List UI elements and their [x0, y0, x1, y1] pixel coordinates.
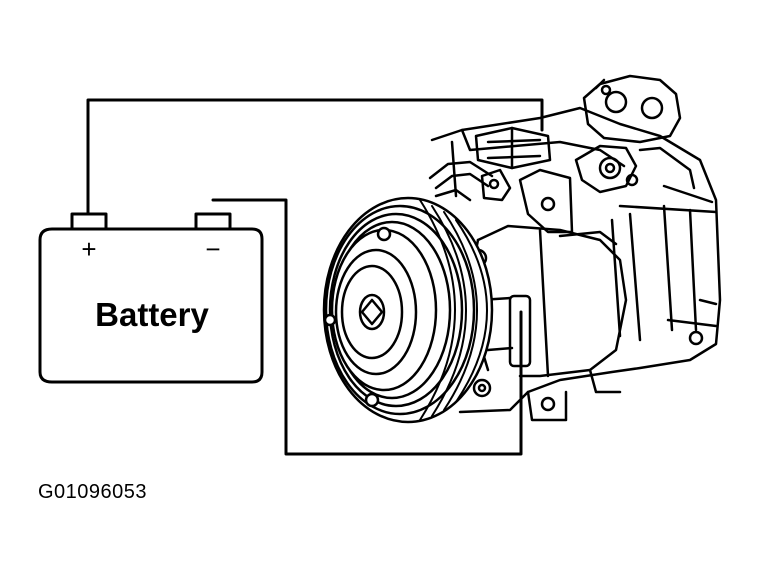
battery-label: Battery: [95, 296, 209, 333]
negative-sign: −: [205, 234, 220, 264]
battery: [38, 212, 264, 384]
positive-wire: [86, 98, 544, 220]
positive-sign: +: [81, 234, 96, 264]
battery-case: [38, 227, 264, 384]
pulley-grooves: [419, 199, 488, 421]
figure-id: G01096053: [38, 481, 148, 503]
clutch-pulley: [322, 196, 494, 424]
negative-wire: [211, 198, 523, 456]
ac-compressor: [428, 74, 722, 422]
